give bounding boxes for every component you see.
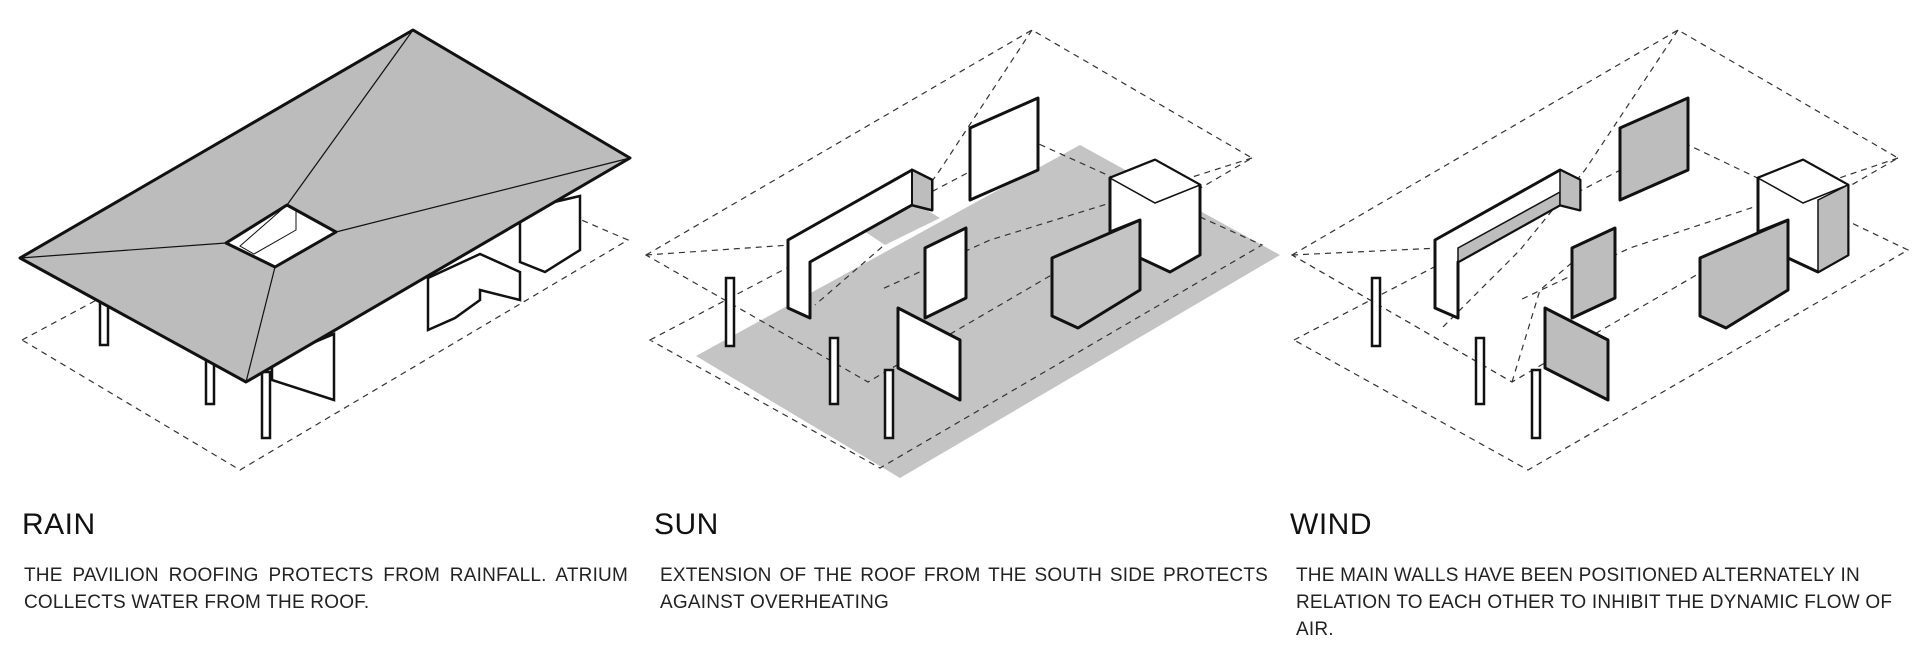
- sun-title: SUN: [654, 508, 719, 541]
- sun-column: [724, 276, 736, 348]
- rain-atrium-inner: [239, 204, 297, 255]
- wind-roof-outline: [1290, 29, 1900, 383]
- sun-roof-outline: [644, 29, 1254, 383]
- wind-panel: WIND THE MAIN WALLS HAVE BEEN POSITIONED…: [1280, 0, 1910, 645]
- rain-roof-ridge: [286, 29, 414, 206]
- rain-description: THE PAVILION ROOFING PROTECTS FROM RAINF…: [24, 565, 628, 613]
- wind-wall-shade: [1817, 183, 1849, 274]
- wind-column: [1530, 368, 1542, 440]
- sun-column: [828, 336, 840, 406]
- wind-column: [1370, 276, 1382, 348]
- sun-wall: [896, 306, 962, 402]
- rain-roof-ridge: [19, 242, 227, 259]
- sun-box-top: [1108, 159, 1202, 204]
- wind-title: WIND: [1290, 508, 1372, 541]
- sun-description: EXTENSION OF THE ROOF FROM THE SOUTH SID…: [660, 565, 1268, 613]
- rain-wall: [426, 252, 522, 332]
- rain-roof: [18, 28, 632, 384]
- wind-wall: [1570, 226, 1617, 320]
- wind-diagram: [1290, 29, 1910, 471]
- sun-wall: [968, 96, 1040, 202]
- rain-atrium: [224, 203, 338, 269]
- sun-atrium-shadow: [855, 200, 940, 245]
- wind-wall-shade: [1559, 168, 1581, 211]
- sun-wall-shade: [911, 168, 933, 212]
- rain-ground-outline: [20, 139, 630, 471]
- rain-title: RAIN: [22, 508, 96, 541]
- sun-column: [883, 368, 895, 440]
- rain-panel: RAIN THE PAVILION ROOFING PROTECTS FROM …: [0, 0, 632, 645]
- rain-column: [260, 370, 272, 440]
- sun-diagram: [644, 29, 1280, 478]
- rain-roof-ridge: [335, 157, 631, 233]
- rain-roof-ridge: [245, 266, 276, 383]
- wind-wall: [1618, 96, 1690, 202]
- rain-diagram: [18, 28, 632, 471]
- sun-wall: [923, 226, 968, 320]
- sun-panel: SUN EXTENSION OF THE ROOF FROM THE SOUTH…: [640, 0, 1280, 645]
- wind-column: [1474, 336, 1486, 406]
- wind-description: THE MAIN WALLS HAVE BEEN POSITIONED ALTE…: [1296, 565, 1893, 640]
- wind-wall: [1698, 218, 1790, 330]
- wind-wall: [1543, 306, 1610, 402]
